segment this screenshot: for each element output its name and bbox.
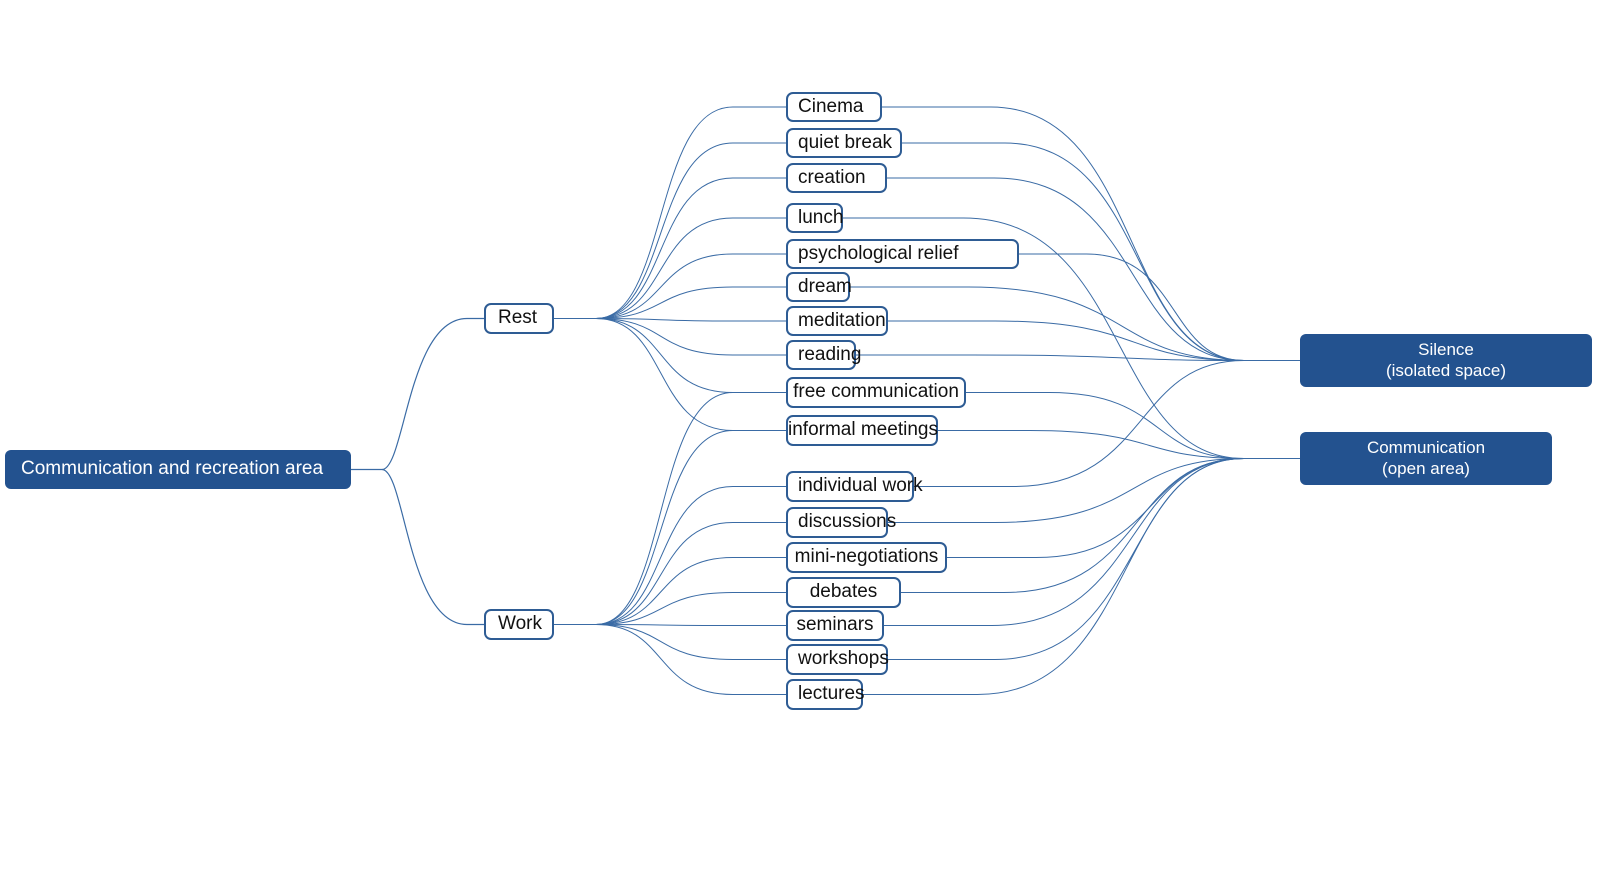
terminal-node-silence[interactable]: Silence(isolated space) xyxy=(1300,334,1592,387)
leaf-node-creation[interactable]: creation xyxy=(786,163,887,193)
leaf-node-free-communication-label: free communication xyxy=(793,381,959,403)
root-node[interactable]: Communication and recreation area xyxy=(5,450,351,489)
leaf-node-meditation[interactable]: meditation xyxy=(786,306,888,336)
leaf-node-quiet-break-label: quiet break xyxy=(798,131,893,153)
leaf-node-debates[interactable]: debates xyxy=(786,577,901,608)
leaf-node-dream[interactable]: dream xyxy=(786,272,852,302)
leaf-node-individual-work[interactable]: individual work xyxy=(786,471,923,502)
leaf-node-dream-label: dream xyxy=(798,275,852,297)
leaf-node-seminars[interactable]: seminars xyxy=(786,610,884,641)
leaf-node-workshops[interactable]: workshops xyxy=(786,644,889,675)
leaf-node-lunch-label: lunch xyxy=(798,206,844,228)
leaf-node-lectures-label: lectures xyxy=(798,683,865,705)
leaf-node-individual-work-label: individual work xyxy=(798,475,923,497)
leaf-node-discussions[interactable]: discussions xyxy=(786,507,896,538)
branch-node-work-label: Work xyxy=(498,613,542,635)
leaf-node-psychological-relief[interactable]: psychological relief xyxy=(786,239,1019,269)
leaf-node-seminars-label: seminars xyxy=(796,614,874,636)
leaf-node-mini-negotiations-label: mini-negotiations xyxy=(794,546,939,568)
terminal-node-silence-label: Silence(isolated space) xyxy=(1385,340,1506,380)
leaf-node-free-communication[interactable]: free communication xyxy=(786,377,966,408)
leaf-node-discussions-label: discussions xyxy=(798,511,897,533)
terminal-node-communication-label: Communication(open area) xyxy=(1366,438,1486,478)
leaf-node-informal-meetings-label: informal meetings xyxy=(788,419,938,441)
leaf-node-psychological-relief-label: psychological relief xyxy=(798,242,959,264)
branch-node-rest-label: Rest xyxy=(498,307,538,329)
leaf-node-meditation-label: meditation xyxy=(798,309,886,331)
leaf-node-lectures[interactable]: lectures xyxy=(786,679,865,710)
leaf-node-mini-negotiations[interactable]: mini-negotiations xyxy=(786,542,947,573)
leaf-node-debates-label: debates xyxy=(809,581,878,603)
leaf-node-creation-label: creation xyxy=(798,166,866,188)
leaf-node-informal-meetings[interactable]: informal meetings xyxy=(786,415,938,446)
leaf-node-quiet-break[interactable]: quiet break xyxy=(786,128,902,158)
terminal-node-communication[interactable]: Communication(open area) xyxy=(1300,432,1552,485)
root-node-label: Communication and recreation area xyxy=(21,458,324,480)
leaf-node-reading[interactable]: reading xyxy=(786,340,861,370)
leaf-node-cinema-label: Cinema xyxy=(798,95,864,117)
leaf-node-reading-label: reading xyxy=(798,343,862,365)
leaf-node-cinema[interactable]: Cinema xyxy=(786,92,882,122)
leaf-node-workshops-label: workshops xyxy=(798,648,889,670)
leaf-node-lunch[interactable]: lunch xyxy=(786,203,843,233)
branch-node-rest[interactable]: Rest xyxy=(484,303,554,334)
branch-node-work[interactable]: Work xyxy=(484,609,554,640)
